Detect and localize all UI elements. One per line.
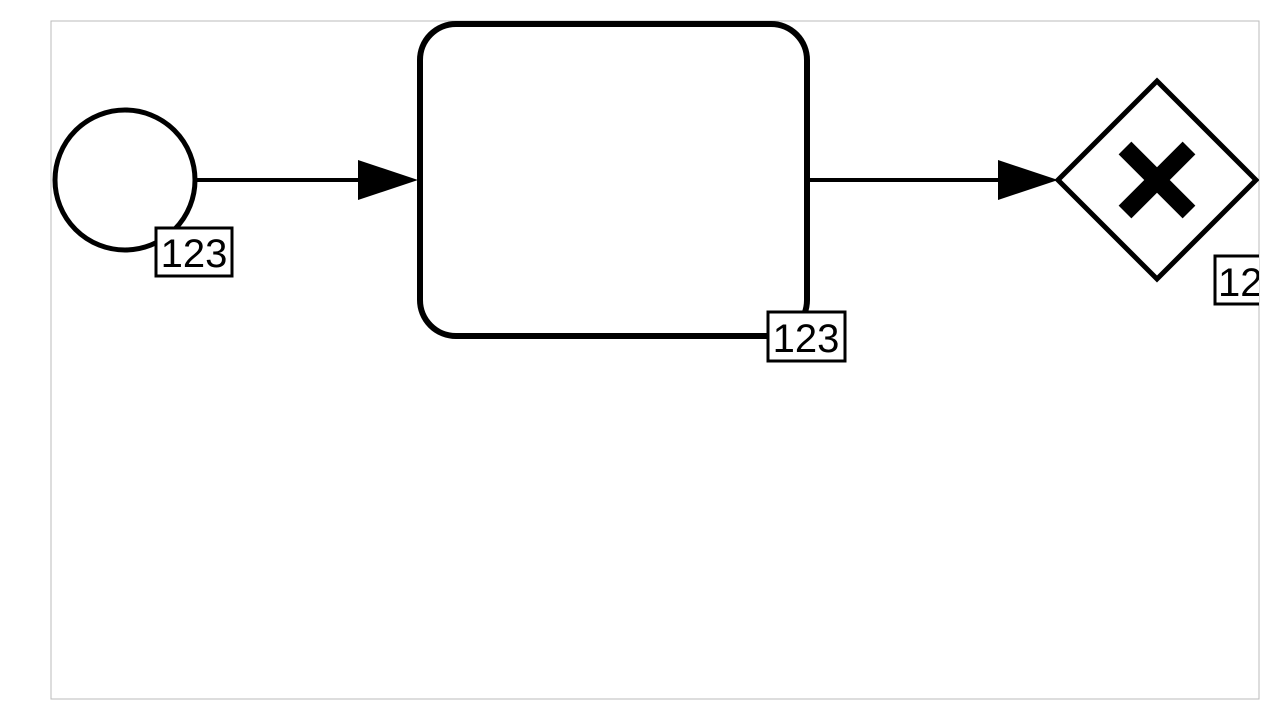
start-event-badge-label: 123 — [161, 232, 228, 276]
task[interactable] — [417, 21, 810, 339]
arrowhead-icon — [998, 160, 1058, 200]
exclusive-gateway-badge: 123 — [1213, 254, 1280, 306]
task-badge: 123 — [766, 310, 847, 363]
start-event[interactable] — [52, 107, 198, 253]
start-event-badge: 123 — [154, 226, 234, 278]
x-icon — [1118, 141, 1196, 219]
exclusive-gateway-badge-label: 123 — [1218, 261, 1280, 305]
sequence-flow-start-to-task[interactable] — [196, 160, 418, 200]
arrowhead-icon — [358, 160, 418, 200]
task-badge-label: 123 — [773, 317, 840, 361]
exclusive-gateway[interactable] — [1054, 77, 1259, 283]
sequence-flow-task-to-gateway[interactable] — [808, 160, 1058, 200]
